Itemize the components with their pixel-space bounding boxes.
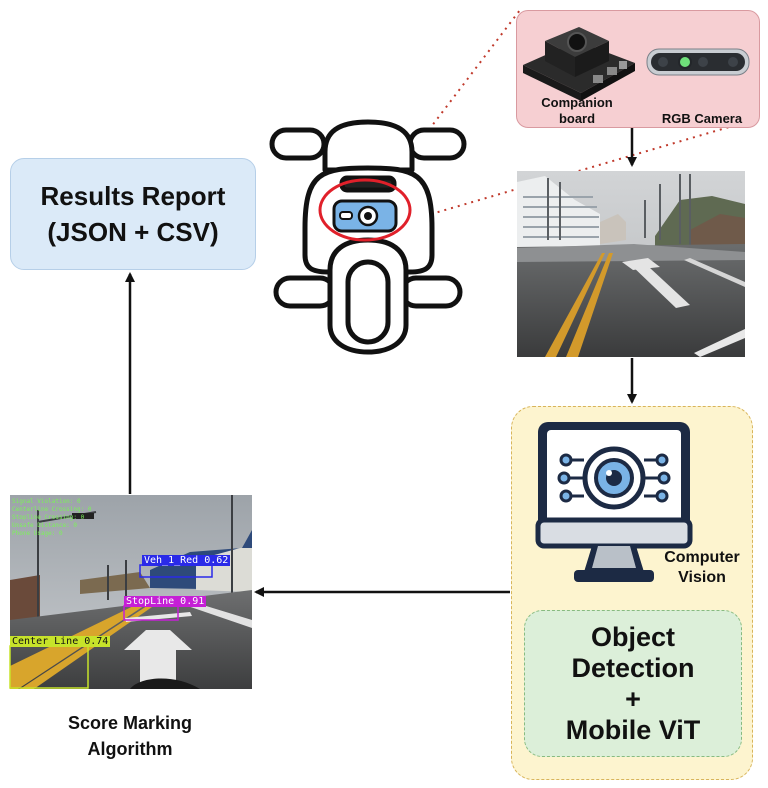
svg-text:Stopline Crossing: 0: Stopline Crossing: 0 [12,514,85,521]
svg-text:Unsafe Distance: 0: Unsafe Distance: 0 [12,522,77,529]
dashcam-icon [318,178,412,242]
road-scene-photo [517,171,745,357]
detection-line-1: Object [590,621,676,652]
detection-line-2: Detection [571,652,695,683]
companion-board-icon [523,27,635,101]
object-detection-box: Object Detection + Mobile ViT [524,610,742,757]
svg-text:Centerline Crossing: 0: Centerline Crossing: 0 [12,506,92,513]
rgb-camera-icon [646,48,750,76]
detection-result-photo: Signal Violation: 0 Centerline Crossing:… [9,495,252,689]
results-report-format: (JSON + CSV) [47,217,219,247]
computer-vision-label: Computer Vision [664,549,740,586]
results-report-title: Results Report [40,181,226,211]
motorcycle-icon [269,119,467,355]
detection-label-vehicle: Veh_1_Red 0.62 [142,555,231,566]
detection-label-stopline: StopLine 0.91 [124,596,207,607]
svg-text:Signal Violation: 0: Signal Violation: 0 [12,498,81,505]
computer-vision-icon [535,422,693,582]
score-marking-algorithm-label: Score Marking Algorithm [67,713,193,759]
detection-line-4: Mobile ViT [565,714,701,745]
rgb-camera-label: RGB Camera [661,111,743,126]
results-report-box: Results Report (JSON + CSV) [10,158,256,270]
svg-text:Phone Usage: 0: Phone Usage: 0 [12,530,63,537]
detection-label-centerline: Center Line 0.74 [10,636,111,647]
companion-board-label: Companion board [541,95,613,126]
flow-arrows [125,127,637,597]
detection-line-3: + [625,683,641,714]
hardware-box: Companion board RGB Camera [516,10,760,128]
